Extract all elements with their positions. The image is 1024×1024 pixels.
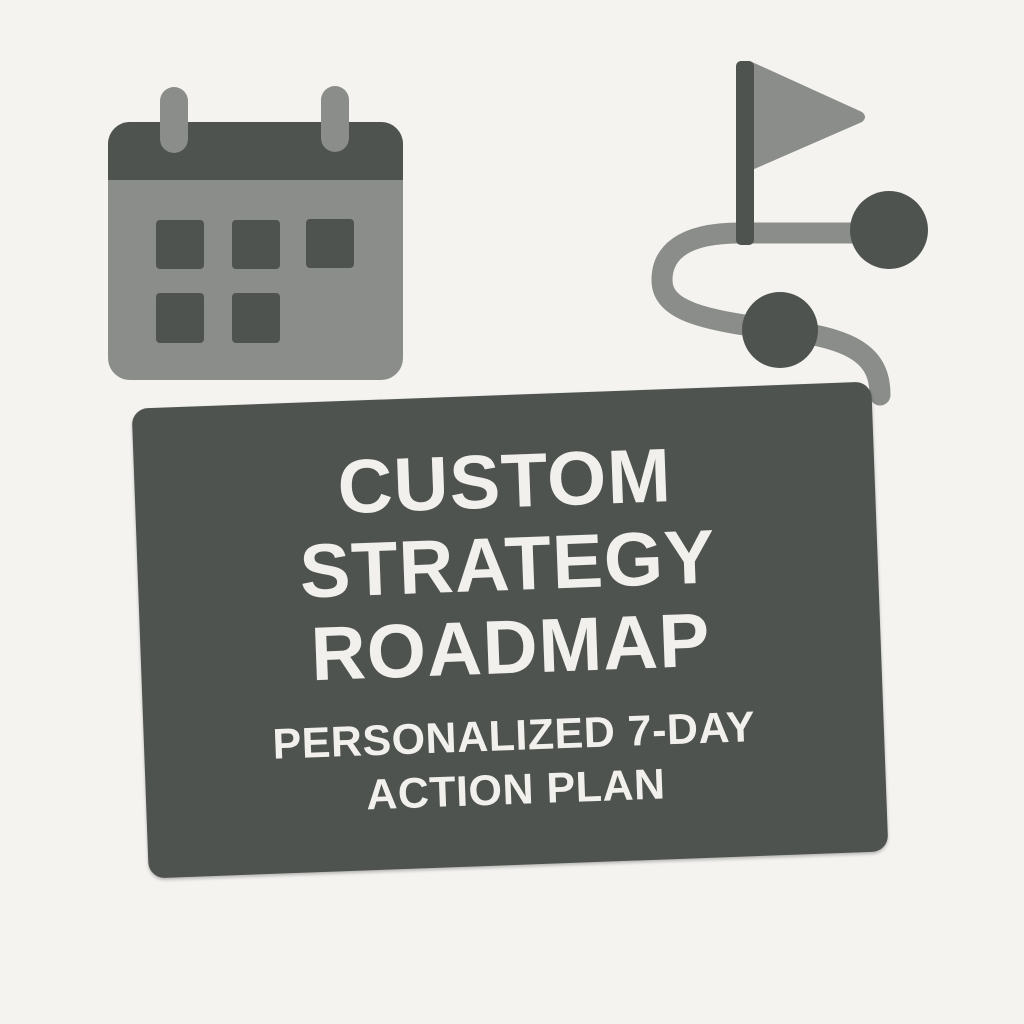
roadmap-card: CUSTOM STRATEGY ROADMAP PERSONALIZED 7-D… bbox=[131, 381, 889, 879]
card-title: CUSTOM STRATEGY ROADMAP bbox=[295, 433, 720, 697]
card-subtitle: PERSONALIZED 7-DAY ACTION PLAN bbox=[272, 700, 759, 826]
title-line-3: ROADMAP bbox=[309, 597, 712, 698]
